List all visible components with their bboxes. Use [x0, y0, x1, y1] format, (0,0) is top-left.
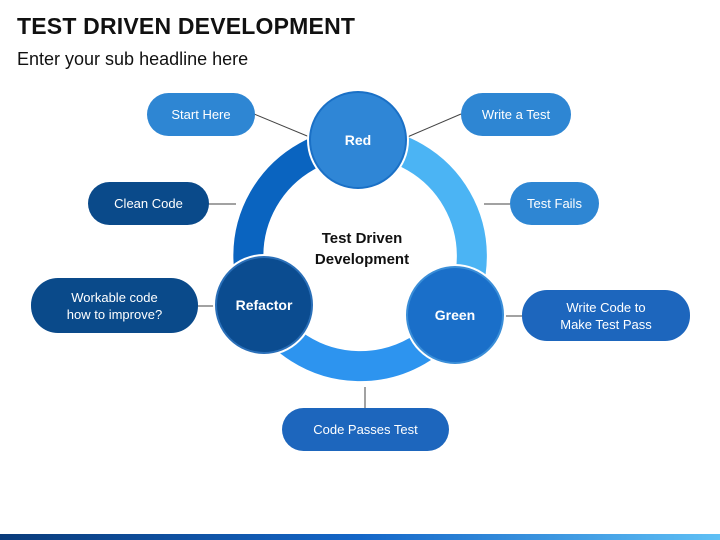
node-red: [307, 89, 409, 191]
page-subtitle: Enter your sub headline here: [17, 49, 249, 69]
step-write-code: Write Code to Make Test Pass: [522, 290, 690, 341]
node-refactor-label: Refactor: [235, 297, 293, 313]
connector-write-a-test: [404, 113, 462, 139]
node-red-label: Red: [344, 132, 372, 148]
page-title: TEST DRIVEN DEVELOPMENT: [17, 13, 356, 39]
step-clean-code: Clean Code: [88, 182, 209, 225]
bottom-accent-bar: [0, 534, 720, 540]
step-code-passes-test: Code Passes Test: [282, 408, 449, 451]
step-test-fails: Test Fails: [510, 182, 599, 225]
node-green: [404, 264, 506, 366]
step-start-here: Start Here: [147, 93, 255, 136]
center-label: Test Driven Development: [314, 230, 410, 268]
step-write-a-test: Write a Test: [461, 93, 571, 136]
step-workable-code: Workable code how to improve?: [31, 278, 198, 333]
connector-start-here: [253, 113, 313, 139]
node-green-label: Green: [434, 307, 476, 323]
connector-lines: [196, 113, 522, 408]
node-refactor: [213, 254, 315, 356]
